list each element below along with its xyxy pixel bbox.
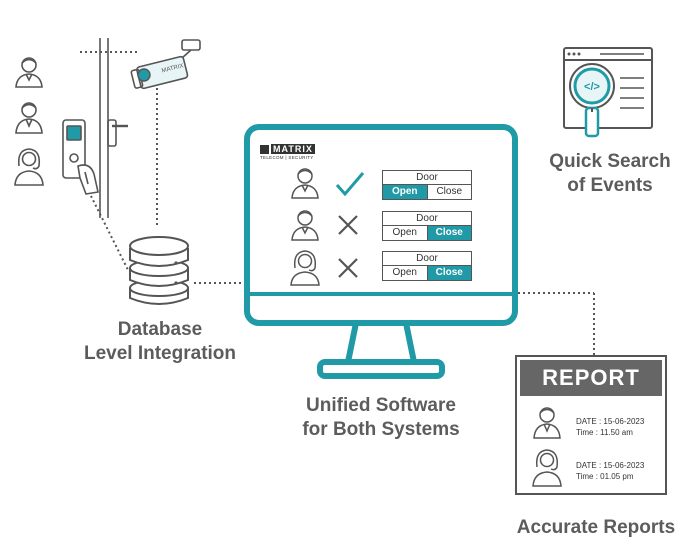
door-close-button[interactable]: Close [426,266,471,280]
door-frame-icon [99,38,128,218]
monitor-icon [244,124,518,379]
report-entry-date: DATE : 15-06-2023 [576,417,645,426]
browser-window-icon [563,47,653,129]
report-entry: DATE : 15-06-2023 Time : 11.50 am [576,416,644,438]
database-caption-line2: Level Integration [83,343,237,364]
door-control: Door Open Close [382,170,472,200]
report-entry-date: DATE : 15-06-2023 [576,461,645,470]
report-title: REPORT [542,365,640,390]
door-label: Door [383,212,471,226]
matrix-logo: MATRIX TELECOM | SECURITY [260,144,315,160]
fingerprint-reader-icon [62,119,99,195]
camera-label: MATRIX [161,63,184,74]
software-caption-line1: Unified Software [306,395,456,416]
report-header: REPORT [520,360,662,396]
door-label: Door [383,171,471,185]
software-caption: Unified Software for Both Systems [276,394,486,442]
door-control: Door Open Close [382,251,472,281]
male-user-icon [291,210,319,241]
door-label: Door [383,252,471,266]
door-open-button[interactable]: Open [383,185,427,199]
door-control: Door Open Close [382,211,472,241]
male-user-icon [15,102,43,134]
report-entry-time: Time : 01.05 pm [576,472,634,481]
male-user-icon [291,168,319,199]
search-caption: Quick Search of Events [528,150,692,198]
software-caption-line2: for Both Systems [302,419,460,440]
database-caption-line1: Database [117,319,203,340]
door-open-button[interactable]: Open [383,226,427,240]
female-user-icon [14,148,44,186]
female-user-icon [290,250,320,286]
matrix-logo-mark [260,144,269,154]
report-entry-time: Time : 11.50 am [576,428,633,437]
door-close-button[interactable]: Close [426,226,471,240]
svg-text:</>: </> [584,81,600,93]
report-card: REPORT [515,355,667,495]
search-caption-line2: of Events [567,175,653,196]
female-user-icon [532,449,562,487]
report-entry: DATE : 15-06-2023 Time : 01.05 pm [576,460,644,482]
cctv-camera-icon: MATRIX [130,39,201,90]
reports-caption: Accurate Reports [516,517,676,538]
door-close-button[interactable]: Close [426,185,471,199]
cross-icon [338,258,358,278]
male-user-icon [533,407,561,439]
database-icon [129,236,189,305]
matrix-logo-text: MATRIX [271,144,315,154]
check-icon [335,172,365,197]
male-user-icon [15,57,43,88]
database-caption: Database Level Integration [60,318,260,366]
magnifier-code-icon: </> [569,63,615,138]
matrix-logo-tagline: TELECOM | SECURITY [260,155,314,160]
cross-icon [338,215,358,235]
door-open-button[interactable]: Open [383,266,427,280]
search-caption-line1: Quick Search [549,151,671,172]
